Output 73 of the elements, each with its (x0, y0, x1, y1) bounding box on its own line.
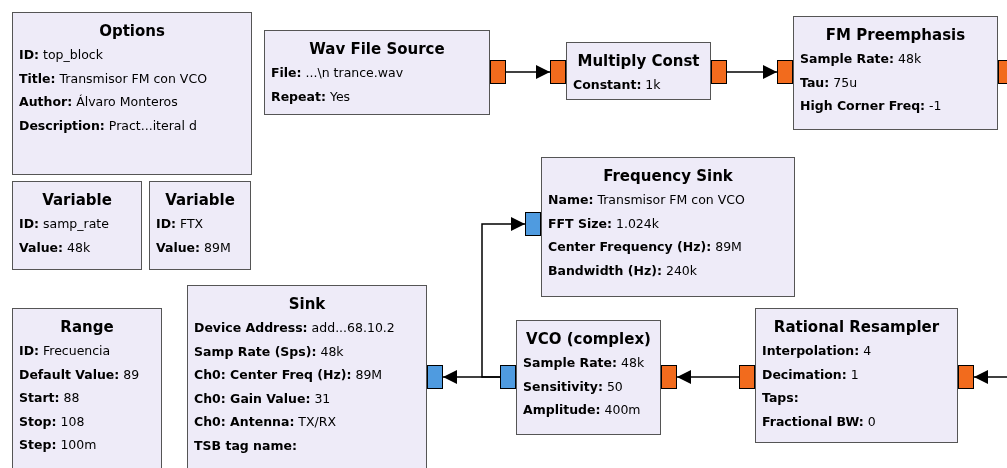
parameter-text: Taps: (762, 389, 800, 407)
port-box (711, 60, 727, 84)
block-box (12, 308, 162, 468)
block-title: Range (59, 317, 115, 337)
parameter-text: Sample Rate: 48k (800, 50, 923, 68)
block-title: FM Preemphasis (824, 25, 967, 45)
connector-arrow (726, 65, 778, 79)
block-title: Variable (164, 190, 236, 210)
port-box (661, 365, 677, 389)
parameter-text: ID: FTX (156, 215, 205, 233)
block-box (516, 320, 661, 435)
parameter-text: Title: Transmisor FM con VCO (19, 69, 208, 88)
port-box (525, 212, 541, 236)
parameter-text: Start: 88 (19, 389, 81, 407)
parameter-text: Default Value: 89 (19, 365, 141, 384)
parameter-text: Repeat: Yes (271, 87, 352, 106)
block-box (12, 181, 142, 270)
parameter-text: Bandwidth (Hz): 240k (548, 261, 699, 280)
parameter-text: Samp Rate (Sps): 48k (194, 342, 345, 361)
parameter-text: Description: Pract...iteral d (19, 116, 198, 135)
parameter-text: High Corner Freq: -1 (800, 97, 943, 115)
block-box (755, 308, 958, 443)
parameter-text: ID: top_block (19, 46, 104, 64)
parameter-text: Decimation: 1 (762, 365, 860, 384)
block-title: Sink (287, 294, 327, 314)
connector-arrow (505, 65, 551, 79)
parameter-text: Constant: 1k (573, 76, 662, 94)
parameter-text: ID: samp_rate (19, 215, 110, 233)
parameter-text: Device Address: add...68.10.2 (194, 319, 396, 337)
block-box (566, 42, 711, 100)
parameter-text: Tau: 75u (800, 73, 859, 92)
parameter-text: Amplitude: 400m (523, 401, 642, 419)
block-box (264, 30, 490, 115)
block-box (187, 285, 427, 468)
block-title: Variable (41, 190, 113, 210)
parameter-text: Ch0: Gain Value: 31 (194, 389, 332, 408)
block-title: VCO (complex) (525, 329, 652, 349)
parameter-text: Step: 100m (19, 436, 98, 454)
parameter-text: Value: 48k (19, 238, 92, 257)
parameter-text: Sensitivity: 50 (523, 377, 624, 396)
block-title: Frequency Sink (602, 166, 734, 186)
port-box (777, 60, 793, 84)
port-box (500, 365, 516, 389)
port-box (739, 365, 755, 389)
parameter-text: Center Frequency (Hz): 89M (548, 238, 743, 256)
parameter-text: Interpolation: 4 (762, 342, 873, 360)
parameter-text: Value: 89M (156, 238, 232, 257)
parameter-text: ID: Frecuencia (19, 342, 112, 360)
connector-arrow (481, 217, 526, 378)
block-title: Wav File Source (308, 39, 446, 59)
block-box (793, 16, 998, 130)
parameter-text: File: ...\n trance.wav (271, 64, 405, 82)
port-box (427, 365, 443, 389)
parameter-text: Sample Rate: 48k (523, 354, 646, 372)
port-box (550, 60, 566, 84)
block-title: Multiply Const (576, 51, 701, 71)
connector-arrow (676, 370, 740, 384)
parameter-text: Ch0: Antenna: TX/RX (194, 413, 338, 431)
parameter-text: FFT Size: 1.024k (548, 214, 660, 233)
connector-arrow (973, 370, 1007, 384)
port-box (490, 60, 506, 84)
parameter-text: Fractional BW: 0 (762, 412, 877, 431)
block-title: Options (98, 21, 166, 41)
parameter-text: TSB tag name: (194, 436, 298, 455)
parameter-text: Ch0: Center Freq (Hz): 89M (194, 366, 384, 384)
block-box (541, 157, 795, 297)
parameter-text: Name: Transmisor FM con VCO (548, 191, 746, 209)
parameter-text: Author: Álvaro Monteros (19, 93, 179, 111)
parameter-text: Stop: 108 (19, 412, 86, 431)
port-box (958, 365, 974, 389)
block-box (12, 12, 252, 175)
block-box (149, 181, 251, 270)
block-title: Rational Resampler (772, 317, 941, 337)
